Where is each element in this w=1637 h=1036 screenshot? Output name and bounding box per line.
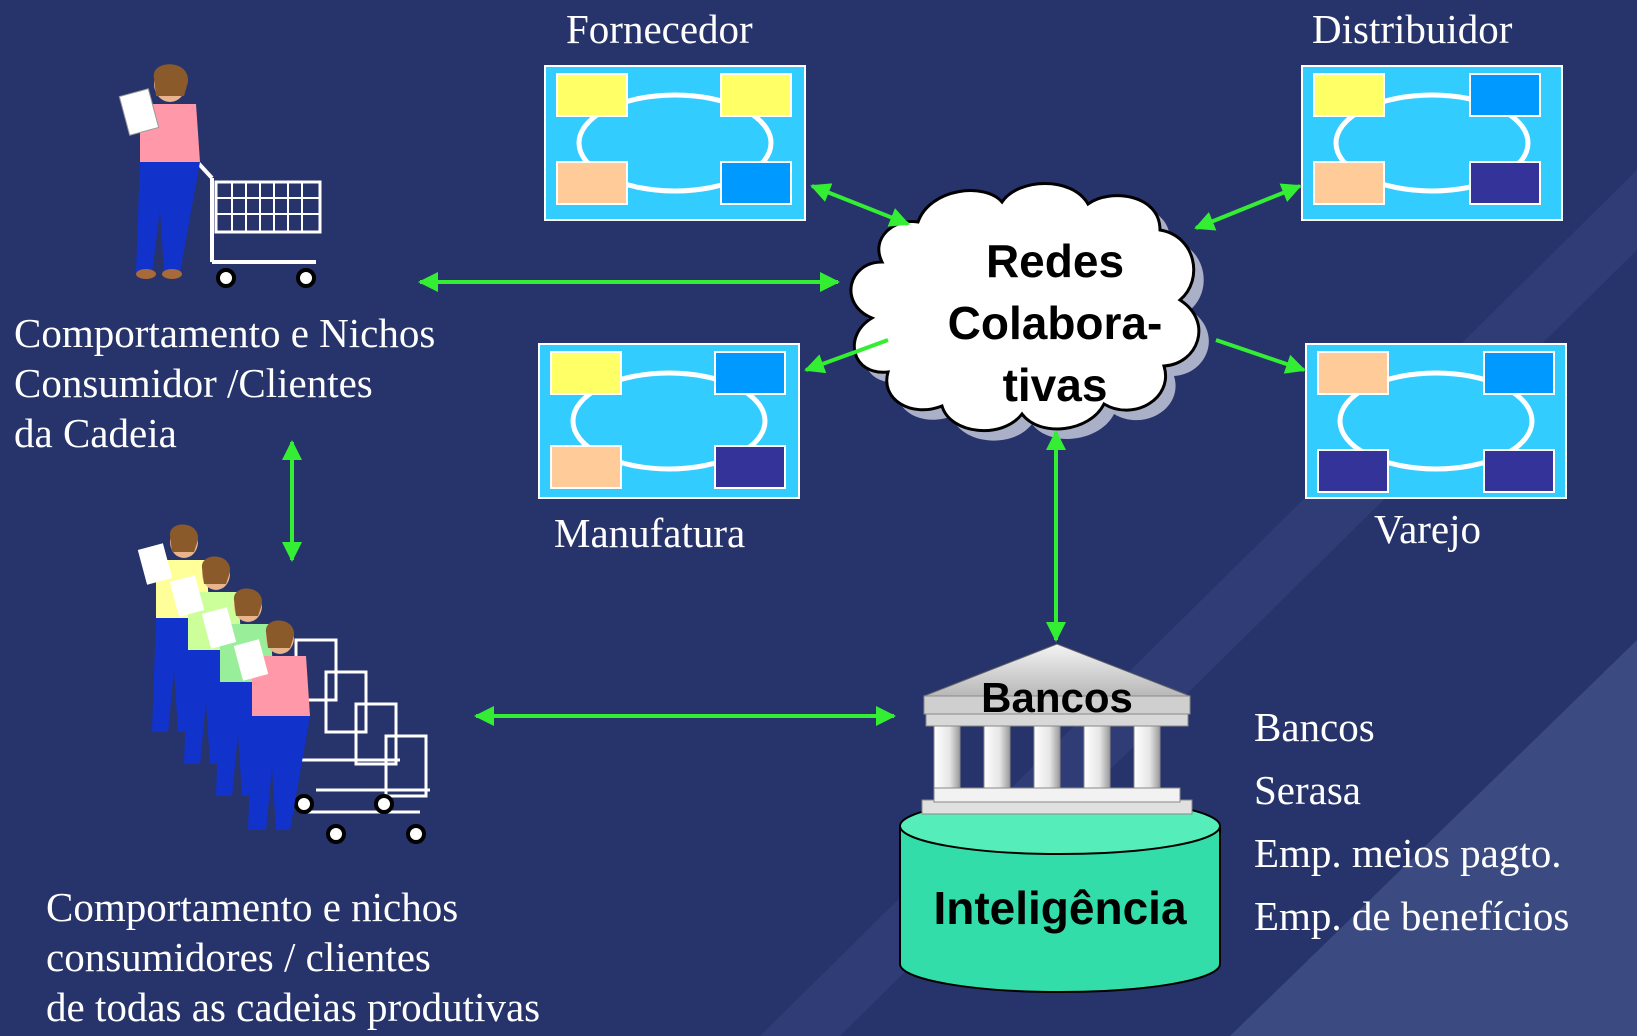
varejo-box bbox=[1305, 343, 1567, 499]
institution-item: Emp. meios pagto. bbox=[1254, 830, 1562, 876]
arrow-distribuidor-redes bbox=[1194, 183, 1302, 231]
institution-item: Emp. de benefícios bbox=[1254, 893, 1570, 939]
fornecedor-label: Fornecedor bbox=[566, 6, 753, 52]
bank-base-label: Inteligência bbox=[933, 882, 1187, 934]
manufatura-box bbox=[538, 343, 800, 499]
background-stripe bbox=[1230, 640, 1637, 1036]
distribuidor-label: Distribuidor bbox=[1312, 6, 1513, 52]
consumer-single-line-2: Consumidor /Clientes bbox=[14, 360, 373, 406]
institution-item: Serasa bbox=[1254, 767, 1362, 813]
consumer-single-line-1: Comportamento e Nichos bbox=[14, 310, 436, 356]
cloud-label: Redes Colabora- tivas bbox=[900, 230, 1210, 416]
manufatura-label: Manufatura bbox=[554, 510, 746, 556]
arrow-redes-varejo bbox=[1215, 338, 1306, 374]
institution-item: Bancos bbox=[1254, 704, 1375, 750]
arrow-fornecedor-redes bbox=[810, 183, 910, 227]
consumer-group-line-2: consumidores / clientes bbox=[46, 934, 431, 980]
bank-roof-label: Bancos bbox=[981, 674, 1133, 721]
shopper-group-icon bbox=[137, 524, 430, 844]
cloud-shape bbox=[849, 182, 1209, 441]
cloud-line-3: tivas bbox=[1002, 359, 1108, 411]
cloud-line-2: Colabora- bbox=[947, 297, 1163, 349]
varejo-label: Varejo bbox=[1374, 506, 1482, 552]
bank-building bbox=[899, 643, 1221, 993]
arrow-redes-manufatura bbox=[804, 338, 889, 374]
cloud-line-1: Redes bbox=[985, 235, 1125, 287]
fornecedor-box bbox=[544, 65, 806, 221]
distribuidor-box bbox=[1301, 65, 1563, 221]
consumer-single-line-3: da Cadeia bbox=[14, 410, 177, 456]
shopper-icon bbox=[118, 64, 322, 288]
consumer-group-line-1: Comportamento e nichos bbox=[46, 884, 459, 930]
institutions-list: Bancos Serasa Emp. meios pagto. Emp. de … bbox=[1254, 696, 1569, 948]
consumer-group-line-3: de todas as cadeias produtivas bbox=[46, 984, 541, 1030]
consumer-group-text: Comportamento e nichos consumidores / cl… bbox=[46, 882, 540, 1032]
consumer-single-text: Comportamento e Nichos Consumidor /Clien… bbox=[14, 308, 435, 458]
